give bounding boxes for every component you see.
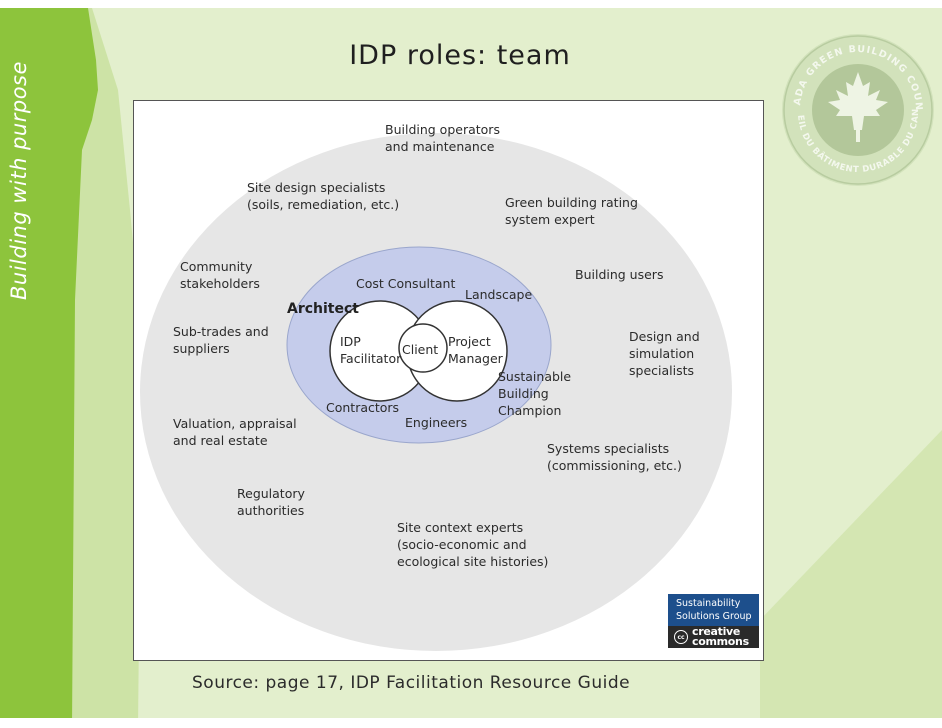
idp-team-diagram [140,133,732,651]
creative-commons-badge: cc creative commons [668,626,759,648]
label-community: Community stakeholders [180,259,260,291]
label-architect: Architect [287,301,359,317]
label-valuation: Valuation, appraisal and real estate [173,416,297,448]
label-idp-facilitator: IDP Facilitator [340,334,402,366]
creative-commons-text: creative commons [692,625,749,648]
cagbc-logo: CANADA GREEN BUILDING COUNCIL CONSEIL DU… [778,30,934,186]
label-engineers: Engineers [405,415,468,430]
client-circle [398,323,448,373]
label-building-users: Building users [575,267,664,282]
maple-leaf-icon [828,72,888,142]
label-building-operators: Building operators and maintenance [385,122,500,154]
slide-title: IDP roles: team [349,40,571,71]
label-cost-consultant: Cost Consultant [356,276,456,291]
label-regulatory: Regulatory authorities [237,486,305,518]
diagram-panel: IDP Facilitator Client Project Manager A… [133,100,764,661]
side-tagline: Building with purpose [7,61,31,300]
label-contractors: Contractors [326,400,400,415]
creative-commons-icon: cc [674,630,688,644]
label-client: Client [402,342,439,357]
source-caption: Source: page 17, IDP Facilitation Resour… [192,673,631,693]
label-site-design: Site design specialists (soils, remediat… [247,180,400,212]
label-design-simulation: Design and simulation specialists [629,329,700,378]
label-sustainable-champion: Sustainable Building Champion [498,369,572,418]
label-site-context: Site context experts (socio-economic and… [397,520,549,569]
label-systems: Systems specialists (commissioning, etc.… [547,441,682,473]
label-green-rating: Green building rating system expert [505,195,638,227]
label-project-manager: Project Manager [448,334,503,366]
label-landscape: Landscape [465,287,533,302]
label-sub-trades: Sub-trades and suppliers [173,324,269,356]
